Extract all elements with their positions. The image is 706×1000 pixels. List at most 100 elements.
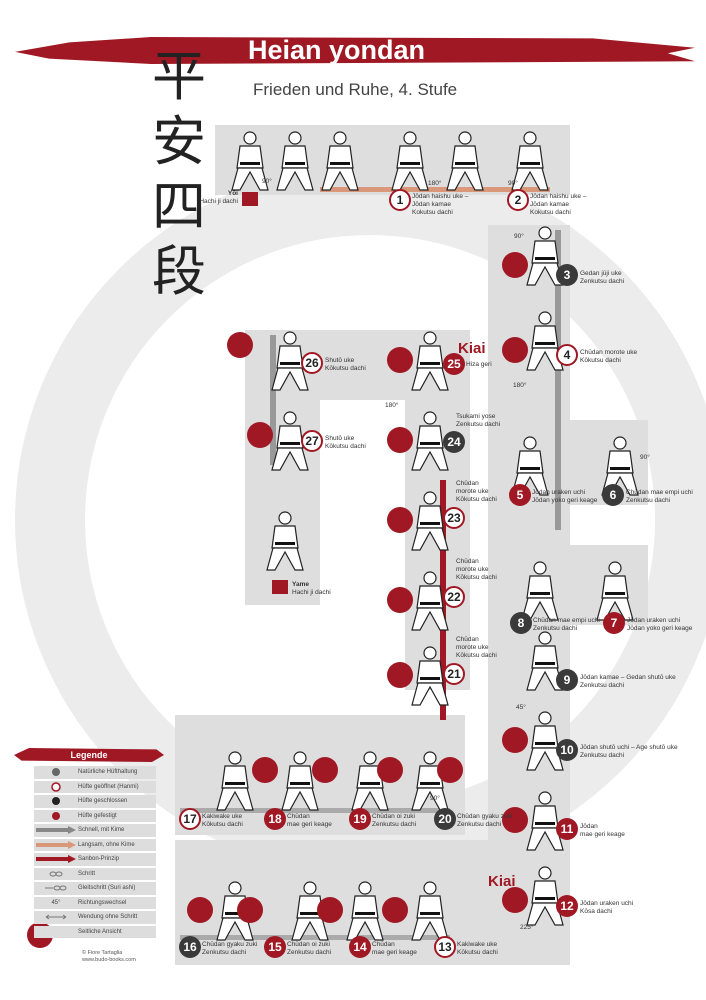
direction-change-angle: 225° bbox=[520, 924, 534, 931]
technique-text: Zenkutsu dachi bbox=[580, 682, 625, 689]
head bbox=[283, 331, 297, 345]
gi-pants bbox=[411, 527, 449, 551]
fast-arrow bbox=[555, 230, 561, 530]
head bbox=[293, 751, 307, 765]
legend-label: Hüfte geöffnet (Hanmi) bbox=[78, 783, 139, 790]
side-view-circle bbox=[377, 757, 403, 783]
technique-text: Kokutsu dachi bbox=[530, 209, 571, 216]
direction-change-angle: 90° bbox=[262, 178, 272, 185]
step-number-16: 16 bbox=[179, 936, 201, 958]
hip-closed-circle-icon bbox=[34, 796, 78, 806]
black-belt bbox=[420, 912, 440, 915]
black-belt bbox=[535, 342, 555, 345]
direction-change-angle: 45° bbox=[516, 704, 526, 711]
technique-text: Chūdan bbox=[456, 558, 479, 565]
technique-text: Kōsa dachi bbox=[580, 908, 613, 915]
karateka-figure bbox=[266, 511, 304, 571]
technique-text: Kokutsu dachi bbox=[412, 209, 453, 216]
legend-label: Gleitschritt (Suri ashi) bbox=[78, 885, 136, 892]
technique-text: Kōkutsu dachi bbox=[456, 652, 497, 659]
side-view-circle bbox=[387, 587, 413, 613]
legend-item: 45°Richtungswechsel bbox=[34, 896, 156, 909]
karateka-figures bbox=[27, 131, 639, 948]
step-number-26: 26 bbox=[301, 352, 323, 374]
technique-text: morote uke bbox=[456, 488, 489, 495]
side-view-circle bbox=[502, 807, 528, 833]
step-number-15: 15 bbox=[264, 936, 286, 958]
step-number-22: 22 bbox=[443, 586, 465, 608]
karateka-figure bbox=[351, 751, 389, 811]
black-belt bbox=[280, 362, 300, 365]
karateka-figure bbox=[526, 791, 564, 851]
step-number-3: 3 bbox=[556, 264, 578, 286]
karateka-figure bbox=[511, 131, 549, 191]
black-belt bbox=[240, 162, 260, 165]
black-belt bbox=[420, 677, 440, 680]
legend-item: Hüfte geöffnet (Hanmi) bbox=[34, 780, 156, 793]
head bbox=[423, 331, 437, 345]
head bbox=[423, 646, 437, 660]
black-belt bbox=[300, 912, 320, 915]
turn-no-step-icon bbox=[34, 914, 78, 920]
head bbox=[423, 491, 437, 505]
embusen-path bbox=[215, 125, 570, 195]
step-number-27: 27 bbox=[301, 430, 323, 452]
technique-text: Kōkutsu dachi bbox=[456, 496, 497, 503]
technique-text: Jōdan yoko geri keage bbox=[532, 497, 598, 504]
technique-text: Jōdan uraken uchi bbox=[580, 900, 634, 907]
black-belt bbox=[520, 162, 540, 165]
head bbox=[523, 436, 537, 450]
step-number-4: 4 bbox=[556, 344, 578, 366]
technique-text: Chūdan morote uke bbox=[580, 349, 638, 356]
technique-text: Chūdan mae empi uchi bbox=[626, 489, 693, 496]
technique-text: Kōkutsu dachi bbox=[580, 357, 621, 364]
step-number-24: 24 bbox=[443, 431, 465, 453]
fast-arrow bbox=[180, 935, 450, 940]
technique-text: Zenkutsu dachi bbox=[372, 821, 417, 828]
karateka-figure bbox=[411, 646, 449, 706]
karateka-figure bbox=[411, 411, 449, 471]
gi-pants bbox=[411, 917, 449, 941]
start-marker bbox=[242, 192, 258, 206]
technique-text: Kōkutsu dachi bbox=[457, 949, 498, 956]
head bbox=[423, 751, 437, 765]
karateka-figure bbox=[526, 311, 564, 371]
technique-text: Chūdan bbox=[456, 636, 479, 643]
technique-text: Zenkutsu dachi bbox=[456, 421, 501, 428]
technique-text: mae geri keage bbox=[580, 831, 625, 838]
black-belt bbox=[420, 522, 440, 525]
gi-pants bbox=[276, 167, 314, 191]
step-number-18: 18 bbox=[264, 808, 286, 830]
black-belt bbox=[355, 912, 375, 915]
direction-change-angle: 180° bbox=[385, 402, 399, 409]
legend-item: Seitliche Ansicht bbox=[34, 925, 156, 938]
side-view-circle bbox=[387, 662, 413, 688]
head bbox=[523, 131, 537, 145]
gray-arrow-icon bbox=[34, 826, 78, 835]
technique-text: Shutō uke bbox=[325, 435, 355, 442]
hip-natural-circle-icon bbox=[34, 767, 78, 777]
head bbox=[278, 511, 292, 525]
technique-text: Jōdan yoko geri keage bbox=[627, 625, 693, 632]
karateka-figure bbox=[346, 881, 384, 941]
page-title: Heian yondan bbox=[248, 35, 426, 65]
step-footprints-icon bbox=[34, 871, 78, 877]
technique-text: Kōkutsu dachi bbox=[456, 574, 497, 581]
black-belt bbox=[610, 467, 630, 470]
legend-item: Schnell, mit Kime bbox=[34, 824, 156, 837]
gi-pants bbox=[231, 167, 269, 191]
step-number-14: 14 bbox=[349, 936, 371, 958]
technique-text: Chūdan mae empi uchi bbox=[533, 617, 600, 624]
karateka-figure bbox=[411, 491, 449, 551]
karateka-figure bbox=[271, 331, 309, 391]
